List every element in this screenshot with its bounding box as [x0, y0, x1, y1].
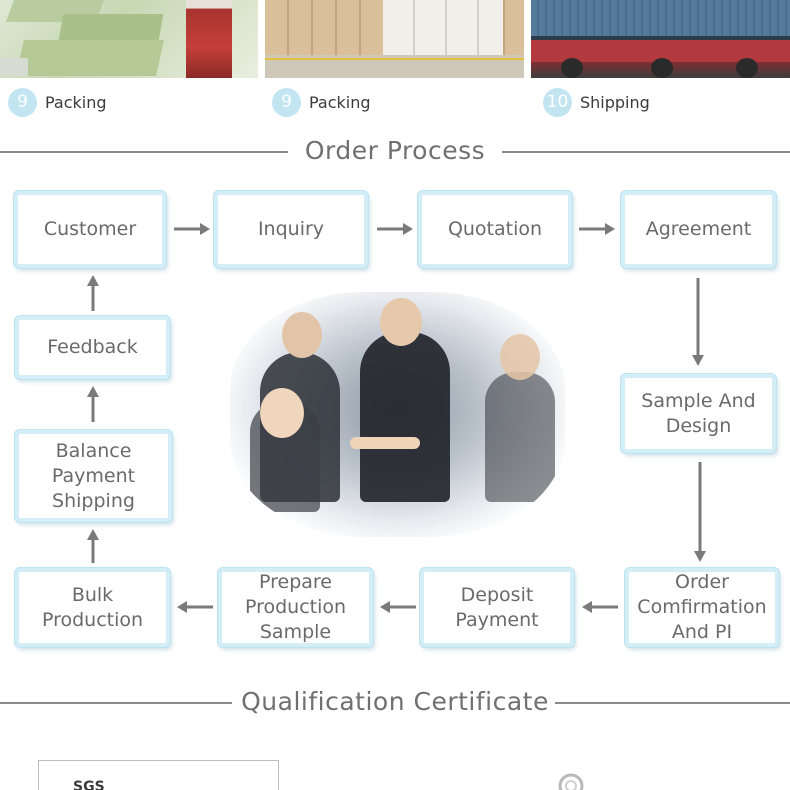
arrow-right-icon [377, 223, 413, 235]
step-caption-shipping: 10 Shipping [543, 87, 650, 117]
step-number-badge: 10 [543, 87, 572, 117]
arrow-up-icon [87, 275, 99, 311]
shipping-truck-photo [531, 0, 790, 78]
process-box-balance-shipping: Balance Payment Shipping [15, 430, 172, 522]
heading-rule-left [0, 702, 232, 704]
step-label: Shipping [580, 92, 650, 112]
step-label: Packing [45, 92, 107, 112]
arrow-up-icon [87, 529, 99, 563]
process-box-bulk-production: Bulk Production [15, 568, 170, 647]
step-caption-packing-1: 9 Packing [8, 87, 107, 117]
heading-rule-right [502, 151, 790, 153]
qualification-title: Qualification Certificate [241, 687, 549, 716]
process-box-quotation: Quotation [418, 191, 572, 268]
process-box-agreement: Agreement [621, 191, 776, 268]
arrow-up-icon [87, 386, 99, 422]
arrow-left-icon [177, 601, 213, 613]
arrow-left-icon [582, 601, 618, 613]
process-box-prepare-sample: Prepare Production Sample [218, 568, 373, 647]
process-box-order-confirmation: Order Comfirmation And PI [625, 568, 779, 647]
arrow-right-icon [174, 223, 210, 235]
arrow-right-icon [579, 223, 615, 235]
process-box-deposit-payment: Deposit Payment [420, 568, 574, 647]
order-process-heading: Order Process [0, 134, 790, 170]
process-box-feedback: Feedback [15, 316, 170, 379]
sgs-logo: SGS [73, 779, 105, 790]
heading-rule-left [0, 151, 288, 153]
certificate-medal-icon [558, 773, 584, 790]
process-box-customer: Customer [14, 191, 166, 268]
order-process-title: Order Process [304, 136, 486, 165]
step-label: Packing [309, 92, 371, 112]
step-number-badge: 9 [272, 87, 301, 117]
packing-photo-2 [265, 0, 524, 78]
heading-rule-right [555, 702, 790, 704]
step-number-badge: 9 [8, 87, 37, 117]
step-caption-packing-2: 9 Packing [272, 87, 371, 117]
certificate-card: SGS [38, 760, 279, 790]
arrow-down-icon [694, 462, 706, 562]
process-box-sample-design: Sample And Design [621, 374, 776, 453]
qualification-heading: Qualification Certificate [0, 685, 790, 721]
business-handshake-photo [230, 292, 565, 537]
arrow-down-icon [692, 278, 704, 366]
packing-photo-1 [0, 0, 258, 78]
process-box-inquiry: Inquiry [214, 191, 368, 268]
arrow-left-icon [380, 601, 416, 613]
